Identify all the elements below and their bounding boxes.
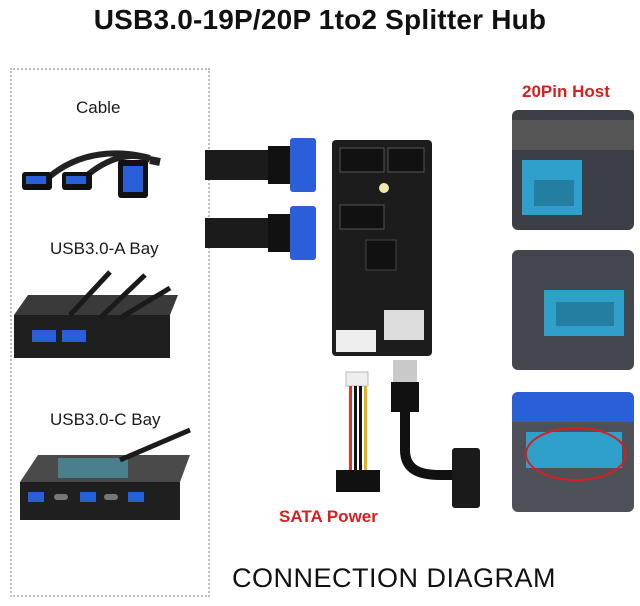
cable-label: Cable [76,98,121,117]
usb-cable-icon [22,150,161,198]
front-panel-c-icon [20,427,191,520]
front-panel-a-icon [14,270,178,358]
splitter-board-icon [332,140,432,356]
footer-title: CONNECTION DIAGRAM [232,563,557,593]
a-bay-label: USB3.0-A Bay [50,239,159,258]
sata-cable-icon [336,371,380,492]
sata-label: SATA Power [279,507,378,526]
host-photo-1 [512,110,634,230]
host-photo-3 [512,392,634,512]
splitter-cables [205,138,316,260]
page-title: USB3.0-19P/20P 1to2 Splitter Hub [93,4,547,35]
c-bay-label: USB3.0-C Bay [50,410,161,429]
host-photo-2 [512,250,634,370]
accessory-panel [10,68,210,597]
usb-adapter-icon [391,360,480,508]
host-label: 20Pin Host [522,82,610,101]
